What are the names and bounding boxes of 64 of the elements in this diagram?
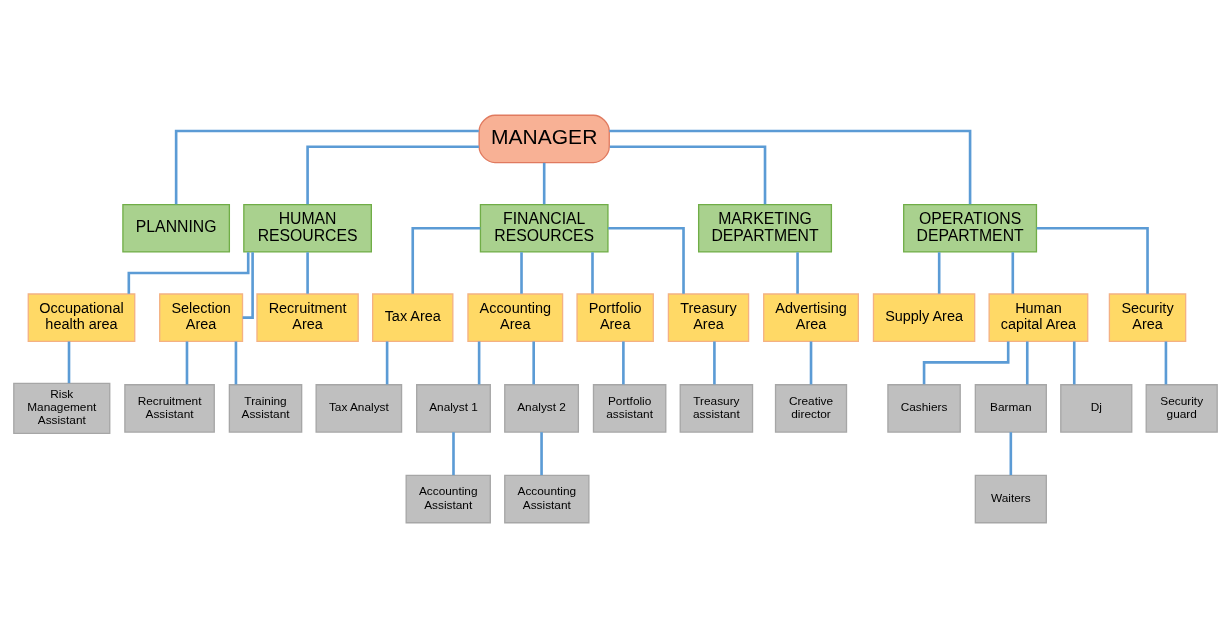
connector <box>477 341 481 385</box>
connector <box>540 432 543 476</box>
node-box: Waiters <box>974 474 1047 524</box>
connector <box>608 227 685 294</box>
node-box: FINANCIAL RESOURCES <box>479 204 609 253</box>
node-box: Supply Area <box>872 293 976 342</box>
connector <box>591 252 594 294</box>
node-box: Occupational health area <box>27 293 136 342</box>
node-box: PLANNING <box>122 204 231 253</box>
connector <box>1072 341 1076 385</box>
node-box: Dj <box>1060 384 1133 433</box>
node-box: Recruitment Area <box>256 293 359 342</box>
node-box: Barman <box>974 384 1047 433</box>
node-box: Security guard <box>1145 384 1218 433</box>
node-box: Advertising Area <box>763 293 859 342</box>
node-box: Tax Area <box>372 293 454 342</box>
node-box: Selection Area <box>159 293 244 342</box>
connector <box>1164 341 1168 385</box>
connector <box>67 341 71 384</box>
connector <box>1025 341 1029 385</box>
connector <box>452 432 455 476</box>
connector <box>234 341 238 385</box>
node-box: HUMAN RESOURCES <box>243 204 372 253</box>
node-box: Portfolio Area <box>576 293 654 342</box>
node-box: MARKETING DEPARTMENT <box>698 204 833 253</box>
connector <box>1036 227 1149 294</box>
connector <box>306 252 309 294</box>
node-box: Accounting Assistant <box>405 474 491 524</box>
connector <box>185 341 189 385</box>
node-box: Cashiers <box>887 384 961 433</box>
node-box: OPERATIONS DEPARTMENT <box>903 204 1038 253</box>
connector <box>809 341 813 385</box>
node-box: Treasury assistant <box>679 384 754 433</box>
connector <box>1011 252 1015 294</box>
node-box: MANAGER <box>478 114 610 164</box>
connector <box>922 341 1010 385</box>
connector <box>306 145 479 205</box>
node-box: Training Assistant <box>228 384 303 433</box>
node-box: Risk Management Assistant <box>13 382 111 434</box>
node-box: Portfolio assistant <box>592 384 667 433</box>
connector <box>796 252 799 294</box>
connector <box>713 341 716 385</box>
connector <box>242 252 254 319</box>
connector <box>532 341 535 385</box>
node-box: Creative director <box>774 384 848 433</box>
node-box: Tax Analyst <box>315 384 403 433</box>
connector <box>622 341 625 385</box>
node-box: Recruitment Assistant <box>124 384 215 433</box>
connector <box>609 129 972 205</box>
node-box: Accounting Area <box>467 293 564 342</box>
connector <box>411 227 481 294</box>
connector <box>520 252 523 294</box>
connector <box>542 162 546 205</box>
node-box: Accounting Assistant <box>504 474 590 524</box>
node-box: Analyst 2 <box>504 384 580 433</box>
node-box: Analyst 1 <box>416 384 491 433</box>
node-box: Treasury Area <box>667 293 750 342</box>
connector <box>937 252 941 294</box>
node-box: Human capital Area <box>988 293 1089 342</box>
connector <box>385 341 389 385</box>
connector <box>1009 432 1013 476</box>
connector <box>174 129 479 205</box>
node-box: Security Area <box>1108 293 1187 342</box>
connector <box>609 145 767 205</box>
